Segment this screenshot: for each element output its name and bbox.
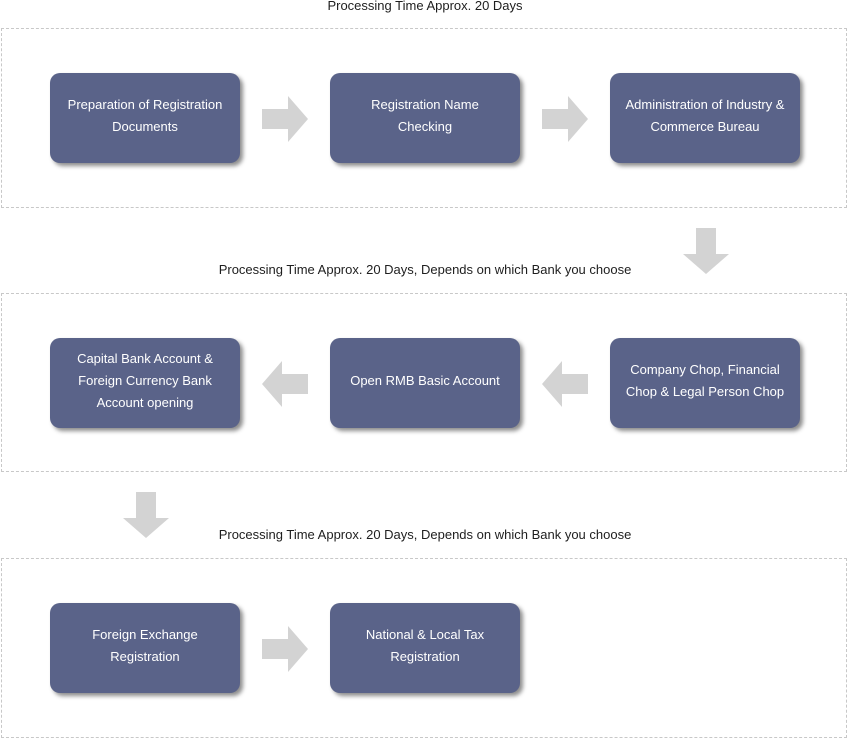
step-label: Company Chop, Financial Chop & Legal Per… [625,362,785,399]
arrow-down-icon [123,492,169,538]
step-label: Foreign Exchange Registration [92,627,198,664]
stage2-caption: Processing Time Approx. 20 Days, Depends… [218,262,632,277]
stage3-caption: Processing Time Approx. 20 Days, Depends… [218,527,632,542]
arrow-left-icon [542,361,588,407]
step-label: Capital Bank Account & Foreign Currency … [77,351,213,410]
step-preparation-documents: Preparation of Registration Documents [50,73,240,163]
step-label: Open RMB Basic Account [350,373,500,388]
arrow-down-icon [683,228,729,274]
step-name-checking: Registration Name Checking [330,73,520,163]
step-aic-bureau: Administration of Industry & Commerce Bu… [610,73,800,163]
step-forex-registration: Foreign Exchange Registration [50,603,240,693]
stage1-caption: Processing Time Approx. 20 Days [327,0,523,13]
step-capital-account: Capital Bank Account & Foreign Currency … [50,338,240,428]
step-company-chop: Company Chop, Financial Chop & Legal Per… [610,338,800,428]
arrow-right-icon [542,96,588,142]
stage2-frame [1,293,847,472]
step-tax-registration: National & Local Tax Registration [330,603,520,693]
stage1-frame [1,28,847,208]
step-rmb-account: Open RMB Basic Account [330,338,520,428]
step-label: Administration of Industry & Commerce Bu… [625,97,785,134]
step-label: National & Local Tax Registration [365,627,485,664]
step-label: Preparation of Registration Documents [67,97,223,134]
arrow-right-icon [262,96,308,142]
arrow-left-icon [262,361,308,407]
step-label: Registration Name Checking [371,97,479,134]
arrow-right-icon [262,626,308,672]
